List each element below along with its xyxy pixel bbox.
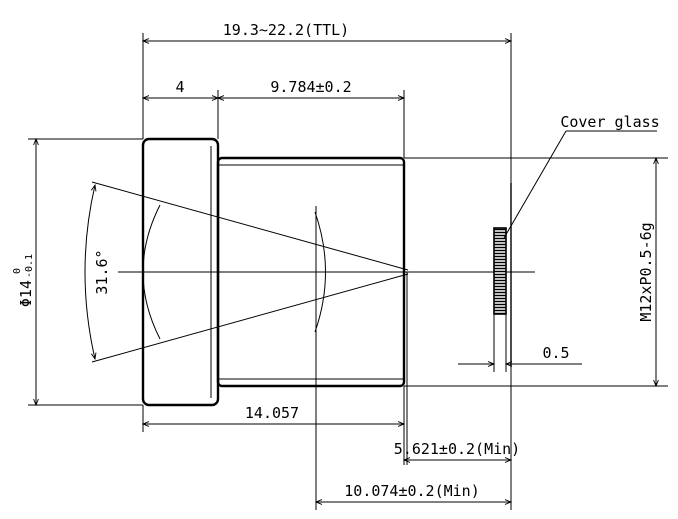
label-cover-glass: Cover glass (560, 113, 659, 131)
optical-rays (84, 181, 535, 363)
sensor-assembly (493, 130, 657, 366)
cover-glass-leader (503, 130, 567, 239)
label-diameter: Φ14 -0.1 0 (12, 254, 35, 307)
label-ttl: 19.3∼22.2(TTL) (223, 21, 349, 39)
label-field-angle: 31.6° (93, 249, 111, 294)
label-diameter-sup: 0 (12, 268, 23, 274)
label-body-length: 14.057 (245, 404, 299, 422)
label-diameter-sub: -0.1 (24, 254, 35, 278)
dimension-labels: 19.3∼22.2(TTL) 4 9.784±0.2 Cover glass M… (12, 21, 660, 500)
dimension-lines (33, 38, 659, 505)
ray-lower (91, 273, 409, 363)
label-thread: M12xP0.5-6g (637, 222, 655, 321)
label-front-width: 4 (175, 78, 184, 96)
label-barrel-length: 9.784±0.2 (270, 78, 351, 96)
label-glass-thickness: 0.5 (542, 344, 569, 362)
ray-upper (91, 181, 409, 271)
field-angle-arc (84, 183, 97, 361)
label-diameter-main: Φ14 (17, 280, 35, 307)
cover-glass (493, 227, 507, 315)
label-back-focal: 10.074±0.2(Min) (344, 482, 479, 500)
label-flange-back: 5.621±0.2(Min) (394, 440, 520, 458)
